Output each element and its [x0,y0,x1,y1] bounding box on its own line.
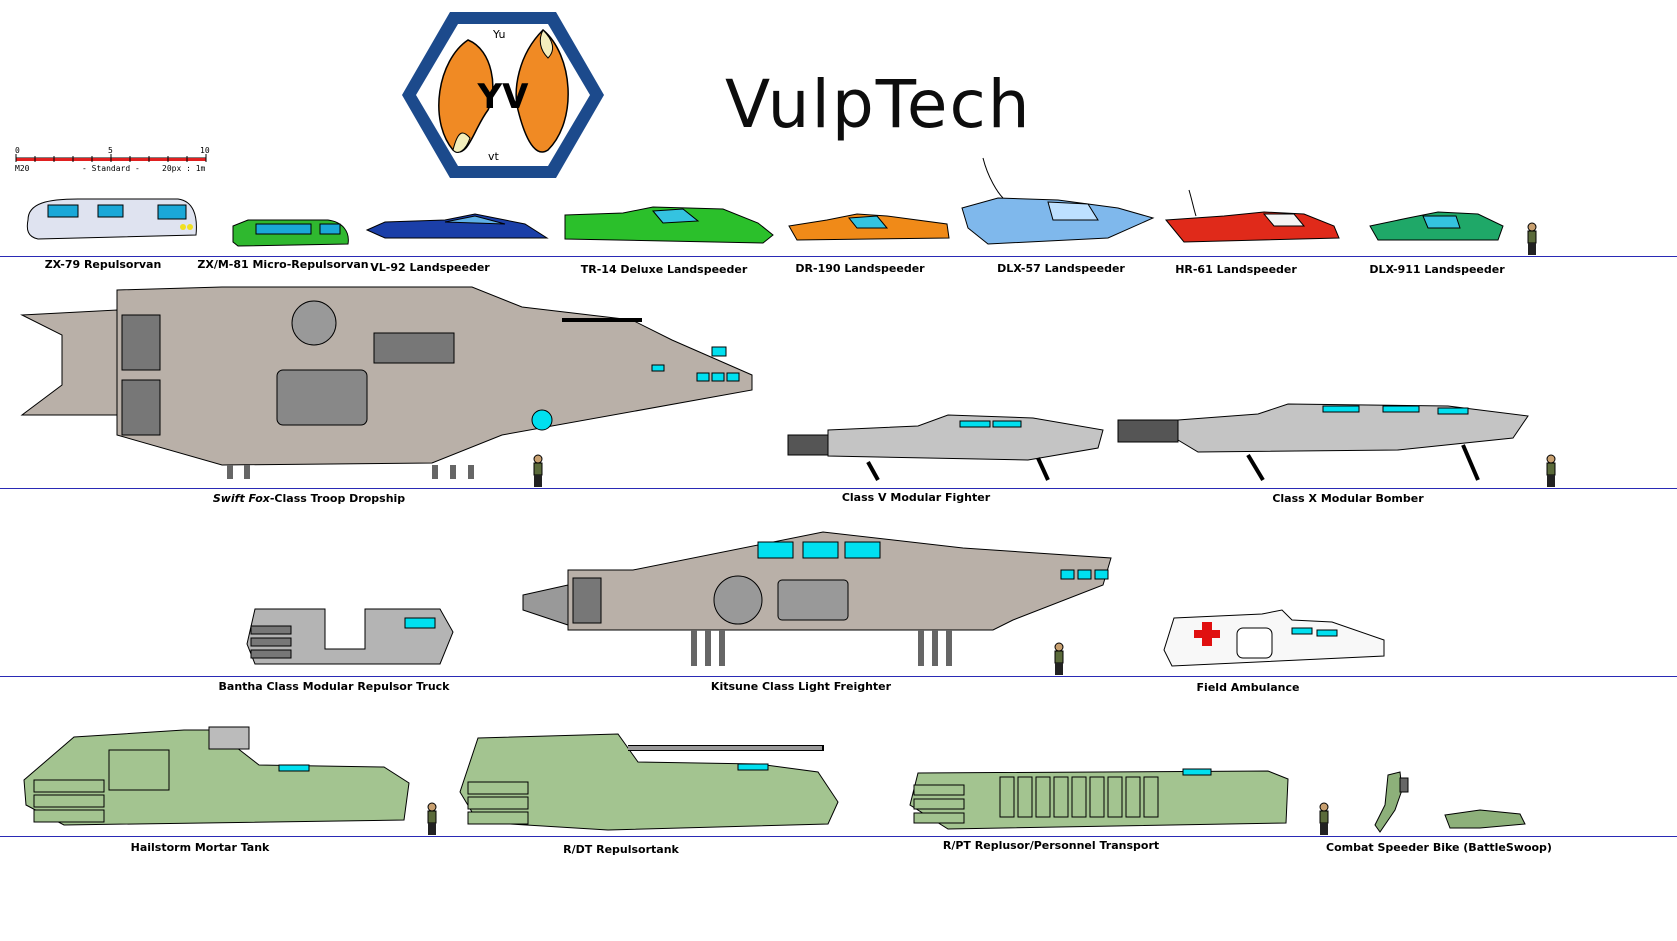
dr190-landspeeder [788,213,950,241]
brand-title: VulpTech [725,66,1032,143]
scale-tick-10: 10 [200,146,210,155]
label-class-v: Class V Modular Fighter [841,491,991,504]
scale-bar [15,154,207,162]
class-v-modular-fighter [787,414,1104,481]
scale-right-label: 20px : 1m [162,164,206,173]
rpt-repulsor-personnel-transport [909,768,1289,830]
svg-text:YV: YV [477,77,530,117]
label-swift-fox: Swift Fox-Class Troop Dropship [213,492,405,505]
hr61-landspeeder [1165,189,1340,243]
swift-fox-troop-dropship [20,286,753,479]
kitsune-light-freighter [522,531,1112,666]
bantha-modular-repulsor-truck [246,608,454,665]
label-vl92: VL-92 Landspeeder [370,261,490,274]
label-field-ambulance: Field Ambulance [1196,681,1300,694]
label-bantha: Bantha Class Modular Repulsor Truck [218,680,450,693]
dlx911-landspeeder [1369,211,1504,241]
zxm81-micro-repulsorvan [232,219,349,247]
label-swift-fox-italic: Swift Fox [212,492,270,505]
label-tr14: TR-14 Deluxe Landspeeder [580,263,748,276]
human-scale-figure [1527,222,1537,255]
scale-tick-0: 0 [15,146,20,155]
label-hailstorm: Hailstorm Mortar Tank [130,841,270,854]
svg-text:vt: vt [488,150,500,163]
hailstorm-mortar-tank [23,726,410,826]
label-zxm81: ZX/M-81 Micro-Repulsorvan [197,258,369,271]
zx79-repulsorvan [26,198,197,240]
label-kitsune: Kitsune Class Light Freighter [710,680,892,693]
scale-left-label: M20 [15,164,30,173]
label-class-x: Class X Modular Bomber [1272,492,1424,505]
ground-line-row-4 [0,836,1677,837]
combat-speeder-bike [1374,771,1526,833]
dlx57-landspeeder [961,157,1155,245]
ground-line-row-2 [0,488,1677,489]
human-scale-figure [533,454,543,487]
svg-text:Yu: Yu [492,28,505,41]
ground-line-row-1 [0,256,1677,257]
label-dlx911: DLX-911 Landspeeder [1369,263,1505,276]
class-x-modular-bomber [1117,403,1529,482]
label-rpt: R/PT Replusor/Personnel Transport [942,839,1160,852]
label-battleswoop: Combat Speeder Bike (BattleSwoop) [1326,841,1552,854]
field-ambulance [1163,609,1385,667]
human-scale-figure [1546,454,1556,487]
label-swift-fox-rest: -Class Troop Dropship [269,492,406,505]
label-dlx57: DLX-57 Landspeeder [997,262,1125,275]
label-rdt: R/DT Repulsortank [563,843,679,856]
vulptech-logo: YV Yu vt [402,12,604,178]
vl92-landspeeder [365,213,549,239]
human-scale-figure [1054,642,1064,675]
label-hr61: HR-61 Landspeeder [1175,263,1297,276]
scale-middle-label: - Standard - [82,164,140,173]
ground-line-row-3 [0,676,1677,677]
human-scale-figure [427,802,437,835]
label-dr190: DR-190 Landspeeder [795,262,925,275]
label-zx79: ZX-79 Repulsorvan [44,258,162,271]
human-scale-figure [1319,802,1329,835]
rdt-repulsortank [459,733,839,831]
tr14-deluxe-landspeeder [564,206,774,244]
scale-tick-5: 5 [108,146,113,155]
